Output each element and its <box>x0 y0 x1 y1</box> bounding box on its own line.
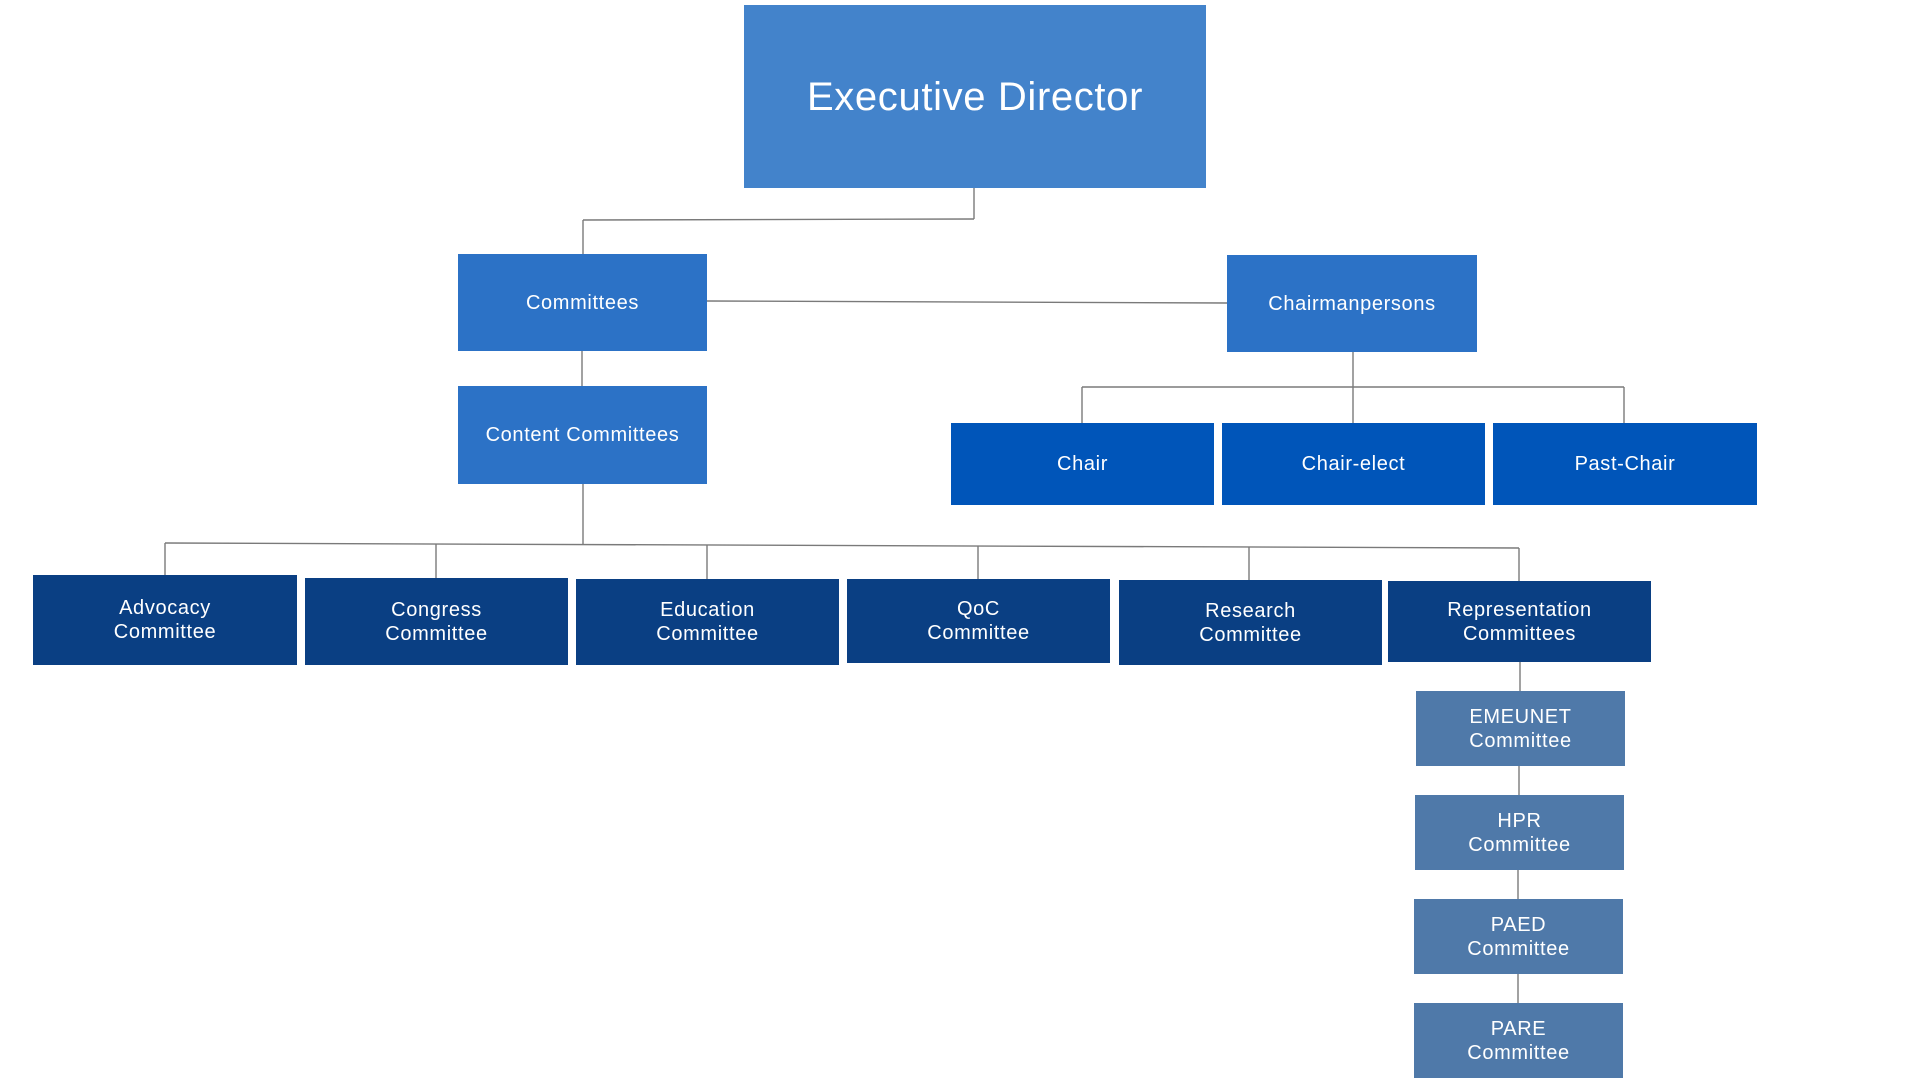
paed-committee-box: PAED Committee <box>1414 899 1623 974</box>
paed-committee-line1: PAED <box>1490 913 1547 936</box>
advocacy-committee-line1: Advocacy <box>119 597 211 619</box>
chair-label: Chair <box>1057 453 1108 475</box>
committees-box: Committees <box>458 254 707 351</box>
emeunet-committee-line1: EMEUNET <box>1469 705 1572 728</box>
pare-committee-box: PARE Committee <box>1414 1003 1623 1078</box>
congress-committee-line2: Committee <box>385 622 488 645</box>
qoc-committee-line1: QoC <box>956 598 1001 620</box>
content-committees-box: Content Committees <box>458 386 707 484</box>
education-committee-box: Education Committee <box>576 579 839 665</box>
congress-committee-line1: Congress <box>391 598 482 621</box>
hpr-committee-line1: HPR <box>1497 809 1542 832</box>
qoc-committee-line2: Committee <box>927 622 1030 644</box>
advocacy-committee-box: Advocacy Committee <box>33 575 297 665</box>
connector-line <box>164 542 1520 549</box>
representation-committees-line1: Representation <box>1447 598 1592 621</box>
representation-committees-box: Representation Committees <box>1388 581 1651 662</box>
content-committees-label: Content Committees <box>485 424 680 446</box>
research-committee-box: Research Committee <box>1119 580 1382 665</box>
emeunet-committee-box: EMEUNET Committee <box>1416 691 1625 766</box>
education-committee-line2: Committee <box>656 623 759 645</box>
executive-director-box: Executive Director <box>744 5 1206 188</box>
chairmanpersons-label: Chairmanpersons <box>1268 292 1436 315</box>
representation-committees-line2: Committees <box>1462 622 1577 645</box>
connector-line <box>582 218 975 221</box>
chair-box: Chair <box>951 423 1214 505</box>
paed-committee-line2: Committee <box>1467 937 1570 960</box>
connector-line <box>706 300 1228 304</box>
past-chair-box: Past-Chair <box>1493 423 1757 505</box>
education-committee-line1: Education <box>660 599 755 621</box>
chair-elect-label: Chair-elect <box>1301 453 1406 475</box>
hpr-committee-line2: Committee <box>1468 833 1571 856</box>
committees-label: Committees <box>525 291 640 314</box>
research-committee-line1: Research <box>1205 599 1296 622</box>
advocacy-committee-line2: Committee <box>113 621 217 643</box>
pare-committee-line1: PARE <box>1490 1017 1547 1040</box>
pare-committee-line2: Committee <box>1467 1041 1570 1064</box>
congress-committee-box: Congress Committee <box>305 578 568 665</box>
executive-director-label: Executive Director <box>806 74 1144 119</box>
qoc-committee-box: QoC Committee <box>847 579 1110 663</box>
chair-elect-box: Chair-elect <box>1222 423 1485 505</box>
emeunet-committee-line2: Committee <box>1469 729 1572 752</box>
past-chair-label: Past-Chair <box>1574 453 1676 475</box>
hpr-committee-box: HPR Committee <box>1415 795 1624 870</box>
chairmanpersons-box: Chairmanpersons <box>1227 255 1477 352</box>
research-committee-line2: Committee <box>1199 623 1302 646</box>
